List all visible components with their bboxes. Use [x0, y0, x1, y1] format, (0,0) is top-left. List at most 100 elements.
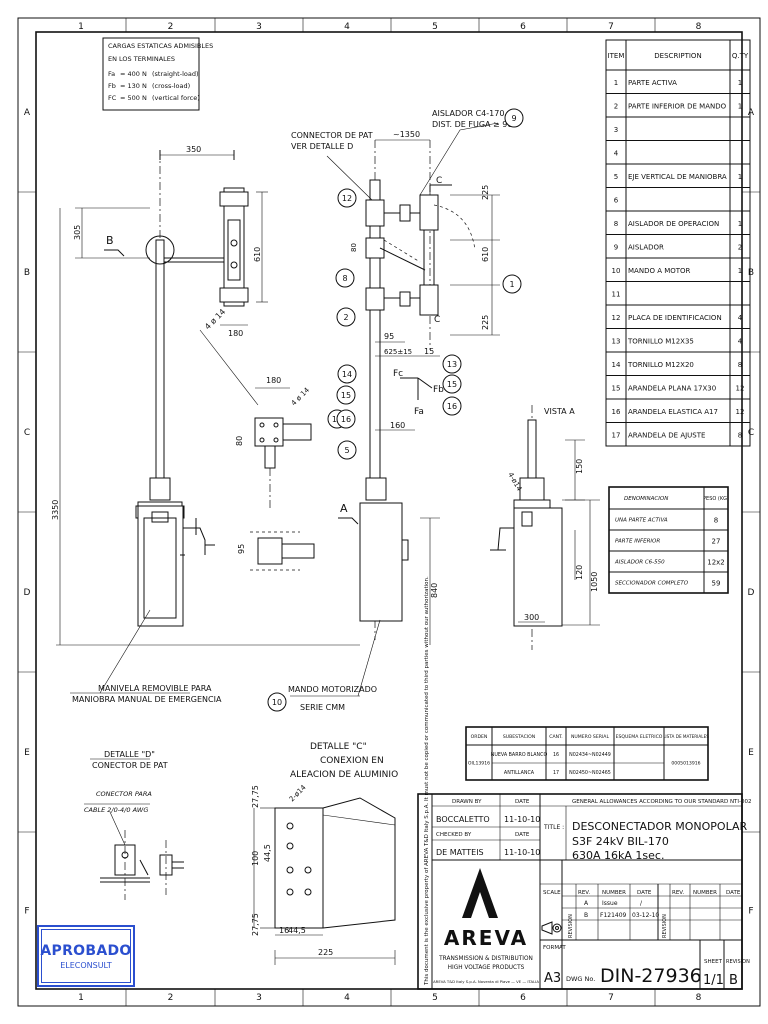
zone-row-left: F: [24, 907, 29, 917]
zone-row-left: B: [24, 268, 30, 278]
item-balloon: [336, 385, 356, 405]
zone-col-bottom: 1: [78, 993, 84, 1003]
parts-row-item: 9: [614, 243, 618, 251]
parts-row-qty: 8: [738, 361, 742, 369]
parts-row-item: 17: [612, 431, 621, 439]
parts-row-qty: 1: [738, 79, 742, 87]
zone-row-left: D: [24, 588, 31, 598]
label-manivela-1: MANIVELA REMOVIBLE PARA: [98, 684, 212, 693]
zone-row-right: A: [748, 108, 755, 118]
checked-date-label: DATE: [515, 832, 530, 838]
parts-row-item: 6: [614, 196, 619, 204]
order-header-orden: ORDEN: [471, 734, 488, 740]
zone-row-left: E: [24, 748, 30, 758]
zone-col-bottom: 4: [344, 993, 350, 1003]
dim-350: 350: [186, 145, 201, 154]
scale-label: SCALE: [543, 890, 561, 896]
parts-row-item: 2: [614, 102, 618, 110]
approval-stamp: APROBADO ELECONSULT: [37, 925, 135, 987]
item-balloon-number: 13: [447, 360, 457, 369]
zone-col-top: 8: [696, 22, 702, 32]
parts-row-description: AISLADOR: [628, 243, 664, 251]
parts-row-description: PARTE ACTIVA: [628, 79, 677, 87]
zone-col-top: 5: [432, 22, 438, 32]
revision-value: B: [729, 973, 738, 988]
dim-300: 300: [524, 613, 539, 622]
parts-header-qty: Q.TY: [732, 52, 749, 60]
parts-row-qty: 2: [738, 243, 742, 251]
item-balloon: [337, 188, 357, 208]
checked-by-value: DE MATTEIS: [436, 848, 484, 857]
zone-col-bottom: 8: [696, 993, 702, 1003]
parts-row-qty: 4: [738, 337, 743, 345]
order-header-subestacion: SUBESTACION: [503, 734, 535, 740]
dim-2775-bottom: 27,75: [251, 913, 260, 936]
load-fa-symbol: Fa: [108, 70, 115, 78]
item-balloon-number: 10: [272, 698, 282, 707]
dim-100: 100: [251, 851, 260, 866]
weight-row-name: SECCIONADOR COMPLETO: [615, 581, 689, 587]
parts-header-description: DESCRIPTION: [654, 52, 701, 60]
zone-col-top: 7: [608, 22, 614, 32]
dim-305: 305: [73, 225, 82, 240]
parts-row-item: 12: [612, 314, 621, 322]
manivela-note: MANIVELA REMOVIBLE PARA MANIOBRA MANUAL …: [70, 609, 222, 704]
load-fc-symbol: FC: [108, 94, 117, 102]
parts-row-item: 11: [612, 290, 621, 298]
label-detalle-d: DETALLE "D": [104, 750, 155, 759]
label-aislador: AISLADOR C4-170: [432, 109, 504, 118]
parts-row-item: 14: [612, 361, 621, 369]
dim-2phi14: 2-ø14: [288, 783, 308, 803]
brand-sub-1: TRANSMISSION & DISTRIBUTION: [438, 956, 533, 962]
drawn-by-value: BOCCALETTO: [436, 815, 490, 824]
parts-row-item: 15: [612, 384, 621, 392]
title-label: TITLE :: [543, 824, 564, 831]
dim-225-top: 225: [481, 185, 490, 200]
view-a: VISTA A 150 120 1050 300 4-ø14: [490, 405, 600, 650]
item-balloon-number: 12: [342, 194, 352, 203]
dim-610-front: 610: [253, 247, 262, 262]
force-fb: Fb: [433, 385, 444, 395]
format-value: A3: [544, 971, 561, 986]
revision-vertical-right: REVISION: [662, 914, 668, 938]
weight-row-value: 12x2: [707, 559, 725, 567]
label-conector-pat: CONECTOR DE PAT: [92, 761, 168, 770]
item-balloon-number: 9: [511, 114, 516, 123]
load-fa-value: = 400 N: [120, 70, 147, 78]
weight-row-value: 8: [714, 517, 718, 525]
item-balloon-number: 2: [343, 313, 348, 322]
parts-row-item: 10: [612, 267, 621, 275]
stamp-line-2: ELECONSULT: [60, 961, 112, 970]
number-header-2: NUMBER: [693, 890, 717, 896]
parts-row-description: PLACA DE IDENTIFICACION: [628, 314, 722, 322]
cut-marker-c-bottom: C: [434, 315, 440, 325]
side-elevation-view: 225 610 225 ~1350 C C 80 95 625±15 15 Fc…: [326, 122, 500, 645]
dim-4phi14-detail: 4 ø 14: [290, 386, 312, 408]
weight-header-denominacion: DENOMINACION: [624, 496, 668, 502]
format-label: FORMAT: [543, 945, 566, 951]
dim-16: 16: [279, 926, 289, 935]
title-line-2: S3F 24kV BIL-170: [572, 835, 669, 848]
parts-row-item: 4: [614, 149, 619, 157]
loads-note: CARGAS ESTATICAS ADMISIBLES EN LOS TERMI…: [102, 37, 213, 111]
parts-row-qty: 1: [738, 267, 742, 275]
zone-row-right: C: [748, 428, 754, 438]
dim-625: 625±15: [384, 348, 412, 356]
label-cable: CABLE 2/0-4/0 AWG: [84, 806, 148, 814]
property-note: This document is the exclusive property …: [424, 576, 430, 986]
stamp-line-1: APROBADO: [40, 943, 132, 959]
item-balloon: [442, 354, 462, 374]
zone-row-left: A: [24, 108, 31, 118]
zone-col-top: 2: [168, 22, 174, 32]
dim-120: 120: [575, 565, 584, 580]
revision-vertical-left: REVISION: [568, 914, 574, 938]
order-header-cant: CANT.: [549, 734, 563, 740]
brand-name: AREVA: [444, 926, 528, 950]
order-header-esquema: ESQUEMA ELETRICO: [616, 734, 663, 740]
dim-2775-top: 27,75: [251, 785, 260, 808]
order-row-subestacion: ANTILLANCA: [504, 770, 535, 776]
rev-row-a-number: Issue: [602, 900, 618, 907]
parts-row-qty: 1: [738, 102, 742, 110]
dim-150: 150: [575, 459, 584, 474]
